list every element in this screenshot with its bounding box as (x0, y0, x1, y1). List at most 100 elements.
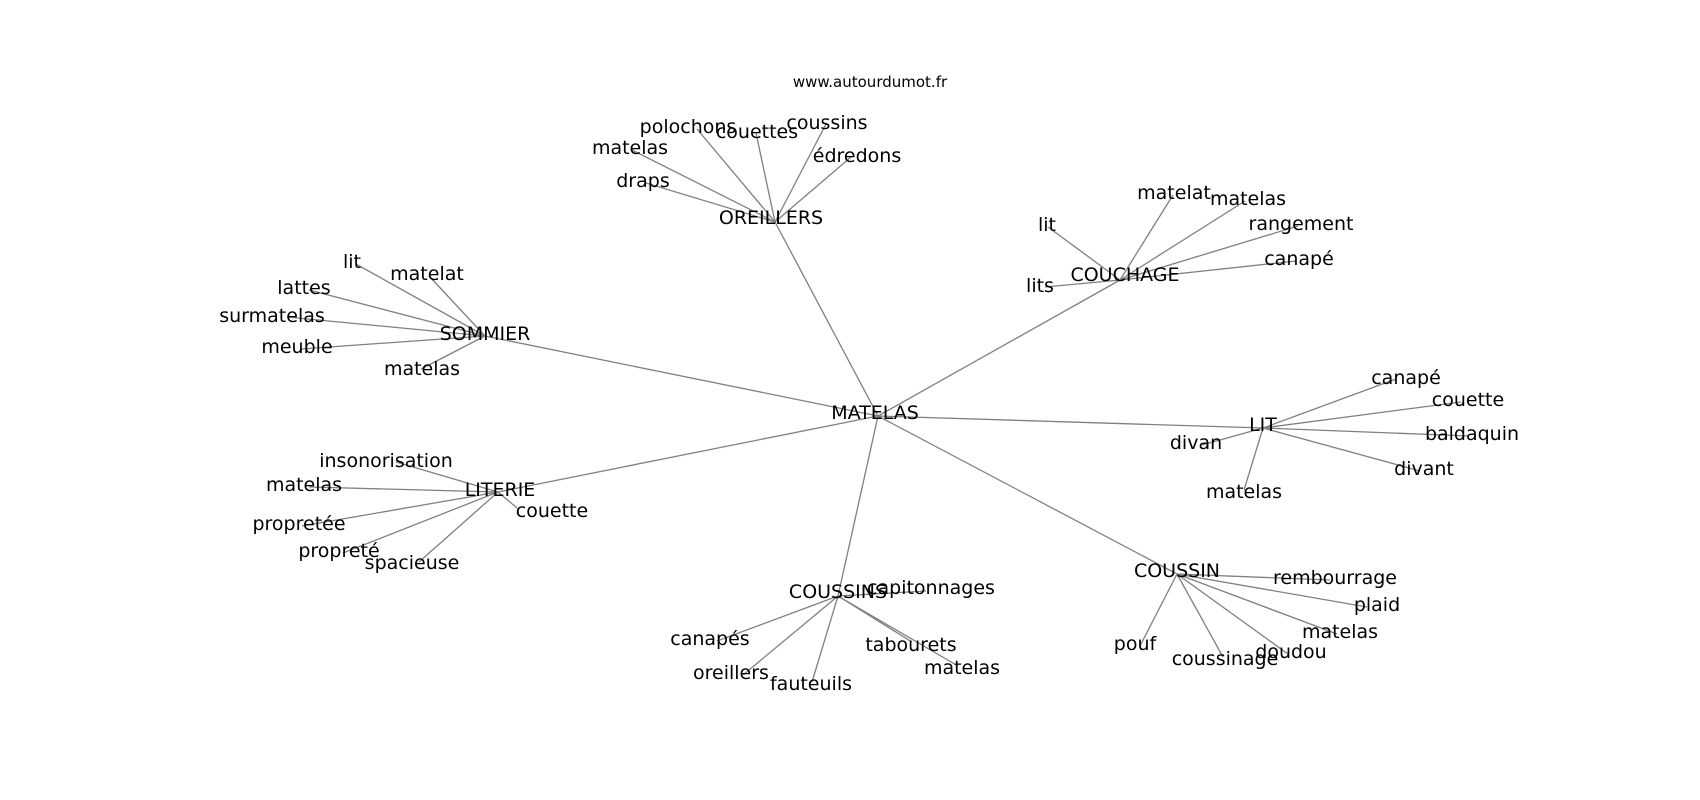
hub-node-sommier[interactable]: SOMMIER (440, 323, 531, 345)
edge-coussins-leaf-1 (716, 595, 839, 642)
leaf-node-couchage-5[interactable]: lits (1026, 275, 1054, 297)
leaf-node-sommier-0[interactable]: lit (343, 251, 361, 273)
edge-sommier-leaf-5 (420, 335, 486, 370)
leaf-node-sommier-5[interactable]: matelas (384, 358, 460, 380)
edge-literie-leaf-2 (497, 491, 518, 509)
leaf-node-oreillers-0[interactable]: polochons (640, 116, 737, 138)
leaf-node-sommier-3[interactable]: surmatelas (219, 305, 325, 327)
edge-center-literie (497, 415, 879, 493)
edge-coussin-leaf-2 (1176, 573, 1338, 635)
leaf-node-sommier-1[interactable]: matelat (390, 263, 464, 285)
edge-center-oreillers (774, 221, 879, 417)
edge-sommier-leaf-3 (286, 316, 486, 337)
leaf-node-coussin-4[interactable]: doudou (1255, 641, 1326, 663)
edge-center-sommier (484, 335, 879, 417)
leaf-node-couchage-2[interactable]: lit (1038, 214, 1056, 236)
edge-coussin-leaf-1 (1176, 573, 1368, 608)
leaf-node-lit-0[interactable]: canapé (1371, 367, 1441, 389)
leaf-node-coussins-4[interactable]: fauteuils (770, 673, 852, 695)
edge-center-lit (877, 415, 1264, 429)
leaf-node-coussin-5[interactable]: coussinage (1172, 648, 1279, 670)
edge-coussins-leaf-4 (811, 595, 839, 683)
edge-center-couchage (877, 279, 1121, 417)
edge-center-coussin (877, 415, 1178, 575)
leaf-node-coussins-2[interactable]: tabourets (865, 634, 956, 656)
leaf-node-coussins-3[interactable]: oreillers (693, 662, 769, 684)
leaf-node-couchage-4[interactable]: canapé (1264, 248, 1334, 270)
edge-oreillers-leaf-1 (755, 132, 776, 223)
edge-literie-leaf-4 (342, 491, 499, 554)
hub-node-oreillers[interactable]: OREILLERS (719, 207, 823, 229)
leaf-node-oreillers-3[interactable]: matelas (592, 137, 668, 159)
hub-node-couchage[interactable]: COUCHAGE (1070, 264, 1179, 286)
edge-coussin-leaf-4 (1176, 573, 1289, 655)
leaf-node-coussin-2[interactable]: matelas (1302, 621, 1378, 643)
edge-sommier-leaf-2 (308, 289, 486, 337)
leaf-node-literie-0[interactable]: insonorisation (319, 450, 453, 472)
edge-couchage-leaf-4 (1119, 260, 1297, 281)
edge-coussins-leaf-5 (837, 595, 959, 667)
edge-oreillers-leaf-0 (696, 128, 776, 223)
edge-coussins-leaf-3 (742, 595, 839, 676)
leaf-node-oreillers-4[interactable]: édredons (813, 145, 901, 167)
leaf-node-literie-4[interactable]: propreté (298, 540, 379, 562)
edge-couchage-leaf-1 (1119, 200, 1246, 281)
edge-oreillers-leaf-4 (774, 156, 852, 223)
hub-node-lit[interactable]: LIT (1249, 414, 1277, 436)
leaf-node-literie-2[interactable]: couette (516, 500, 588, 522)
edge-lit-leaf-4 (1262, 427, 1421, 472)
leaf-node-literie-1[interactable]: matelas (266, 474, 342, 496)
hub-node-coussin[interactable]: COUSSIN (1134, 560, 1220, 582)
leaf-node-coussins-5[interactable]: matelas (924, 657, 1000, 679)
edge-lit-leaf-2 (1262, 427, 1470, 437)
leaf-node-coussin-1[interactable]: plaid (1354, 594, 1400, 616)
leaf-node-lit-2[interactable]: baldaquin (1425, 423, 1519, 445)
leaf-node-literie-3[interactable]: propretée (252, 513, 345, 535)
edge-literie-leaf-3 (301, 491, 499, 527)
edge-sommier-leaf-0 (355, 263, 486, 337)
leaf-node-literie-5[interactable]: spacieuse (365, 552, 460, 574)
leaf-node-couchage-1[interactable]: matelas (1210, 188, 1286, 210)
leaf-node-oreillers-1[interactable]: couettes (716, 121, 798, 143)
edge-couchage-leaf-5 (1044, 279, 1121, 288)
watermark-text: www.autourdumot.fr (793, 73, 948, 91)
edge-coussin-leaf-3 (1139, 573, 1178, 647)
leaf-node-coussins-0[interactable]: capitonnages (867, 577, 995, 599)
leaf-node-oreillers-5[interactable]: draps (616, 170, 669, 192)
edge-couchage-leaf-2 (1047, 226, 1121, 281)
edge-oreillers-leaf-5 (645, 182, 776, 223)
center-node-matelas[interactable]: MATELAS (831, 402, 919, 424)
hub-node-coussins[interactable]: COUSSINS (789, 581, 887, 603)
edge-lit-leaf-5 (1243, 427, 1264, 491)
leaf-node-lit-5[interactable]: matelas (1206, 481, 1282, 503)
edge-lit-leaf-0 (1262, 378, 1397, 429)
edge-coussin-leaf-0 (1176, 573, 1331, 581)
leaf-node-couchage-3[interactable]: rangement (1249, 213, 1354, 235)
edge-lit-leaf-1 (1262, 401, 1462, 429)
edge-couchage-leaf-0 (1119, 194, 1174, 281)
edge-coussin-leaf-5 (1176, 573, 1224, 658)
leaf-node-couchage-0[interactable]: matelat (1137, 182, 1211, 204)
edge-literie-leaf-5 (418, 491, 499, 563)
edge-literie-leaf-0 (395, 461, 499, 493)
edge-couchage-leaf-3 (1119, 225, 1299, 281)
edge-sommier-leaf-4 (300, 335, 486, 350)
leaf-node-coussin-3[interactable]: pouf (1114, 633, 1158, 655)
leaf-node-lit-3[interactable]: divan (1170, 432, 1222, 454)
edge-oreillers-leaf-2 (774, 123, 827, 223)
edge-oreillers-leaf-3 (631, 149, 776, 223)
leaf-node-lit-1[interactable]: couette (1432, 389, 1504, 411)
edge-coussins-leaf-0 (837, 590, 927, 597)
leaf-node-sommier-4[interactable]: meuble (261, 336, 332, 358)
leaf-node-sommier-2[interactable]: lattes (277, 277, 330, 299)
leaf-node-lit-4[interactable]: divant (1394, 458, 1454, 480)
hub-node-literie[interactable]: LITERIE (465, 479, 536, 501)
leaf-node-coussin-0[interactable]: rembourrage (1273, 567, 1397, 589)
leaf-node-oreillers-2[interactable]: coussins (786, 112, 867, 134)
leaf-node-coussins-1[interactable]: canapés (670, 628, 749, 650)
edge-sommier-leaf-1 (428, 275, 486, 337)
edge-lit-leaf-3 (1201, 427, 1264, 446)
edge-center-coussins (837, 415, 879, 597)
